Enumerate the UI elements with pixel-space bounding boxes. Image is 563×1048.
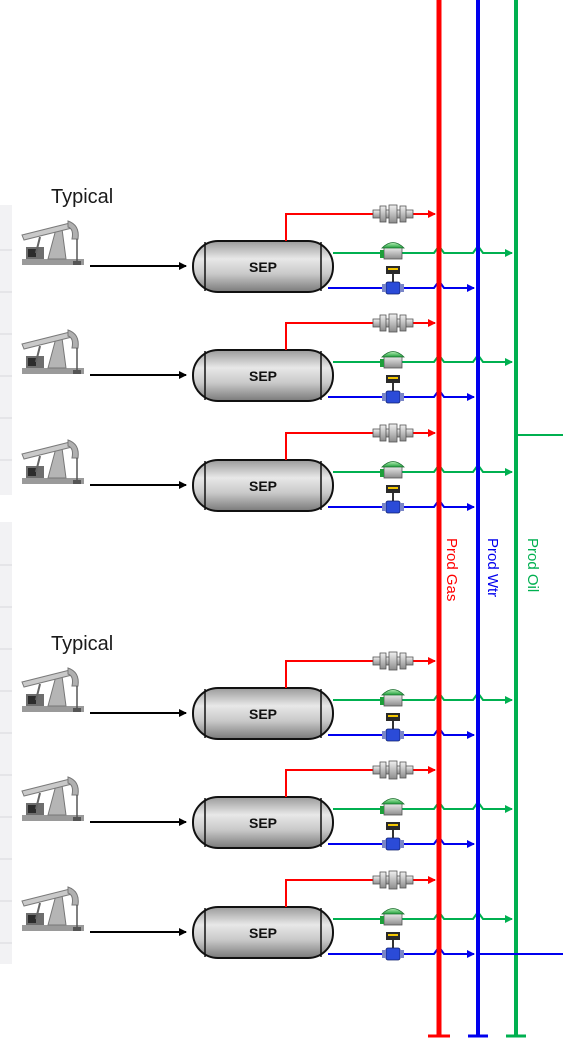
gas-meter-run-icon bbox=[372, 870, 414, 890]
separator-vessel: SEP bbox=[192, 459, 334, 512]
well-unit-5: SEP bbox=[21, 760, 513, 851]
pumpjack-icon bbox=[21, 220, 84, 265]
oil-meter-icon bbox=[380, 242, 405, 260]
oil-outlet-line bbox=[333, 353, 513, 366]
water-control-valve-icon bbox=[382, 375, 404, 404]
pumpjack-icon bbox=[21, 667, 84, 712]
water-control-valve-icon bbox=[382, 713, 404, 742]
oil-meter-icon bbox=[380, 798, 405, 816]
oil-meter-icon bbox=[380, 461, 405, 479]
separator-vessel: SEP bbox=[192, 687, 334, 740]
gas-meter-run-icon bbox=[372, 423, 414, 443]
oil-meter-icon bbox=[380, 689, 405, 707]
oil-outlet-line bbox=[333, 910, 513, 923]
typical-label-top: Typical bbox=[51, 186, 114, 208]
pumpjack-icon bbox=[21, 886, 84, 931]
gas-meter-run-icon bbox=[372, 204, 414, 224]
separator-label: SEP bbox=[249, 815, 277, 831]
separator-label: SEP bbox=[249, 259, 277, 275]
separator-vessel: SEP bbox=[192, 796, 334, 849]
typical-label-bottom: Typical bbox=[51, 633, 114, 655]
left-panel-strips bbox=[0, 205, 12, 964]
oil-outlet-line bbox=[333, 691, 513, 704]
pumpjack-icon bbox=[21, 439, 84, 484]
separator-label: SEP bbox=[249, 706, 277, 722]
pumpjack-icon bbox=[21, 329, 84, 374]
water-control-valve-icon bbox=[382, 932, 404, 961]
water-control-valve-icon bbox=[382, 266, 404, 295]
separator-label: SEP bbox=[249, 368, 277, 384]
water-control-valve-icon bbox=[382, 485, 404, 514]
separator-vessel: SEP bbox=[192, 906, 334, 959]
prod-gas-label: Prod Gas bbox=[443, 538, 460, 602]
oil-outlet-line bbox=[333, 463, 513, 476]
well-unit-1: SEP bbox=[21, 204, 513, 295]
well-unit-6: SEP bbox=[21, 870, 513, 961]
separator-vessel: SEP bbox=[192, 240, 334, 293]
oil-outlet-line bbox=[333, 244, 513, 257]
gas-meter-run-icon bbox=[372, 313, 414, 333]
oil-meter-icon bbox=[380, 351, 405, 369]
oil-outlet-line bbox=[333, 800, 513, 813]
separator-label: SEP bbox=[249, 478, 277, 494]
separator-label: SEP bbox=[249, 925, 277, 941]
separator-vessel: SEP bbox=[192, 349, 334, 402]
pumpjack-icon bbox=[21, 776, 84, 821]
prod-wtr-label: Prod Wtr bbox=[484, 538, 501, 598]
prod-oil-label: Prod Oil bbox=[524, 538, 541, 593]
gas-meter-run-icon bbox=[372, 651, 414, 671]
well-unit-4: SEP bbox=[21, 651, 513, 742]
water-control-valve-icon bbox=[382, 822, 404, 851]
well-unit-2: SEP bbox=[21, 313, 513, 404]
oil-meter-icon bbox=[380, 908, 405, 926]
gas-meter-run-icon bbox=[372, 760, 414, 780]
